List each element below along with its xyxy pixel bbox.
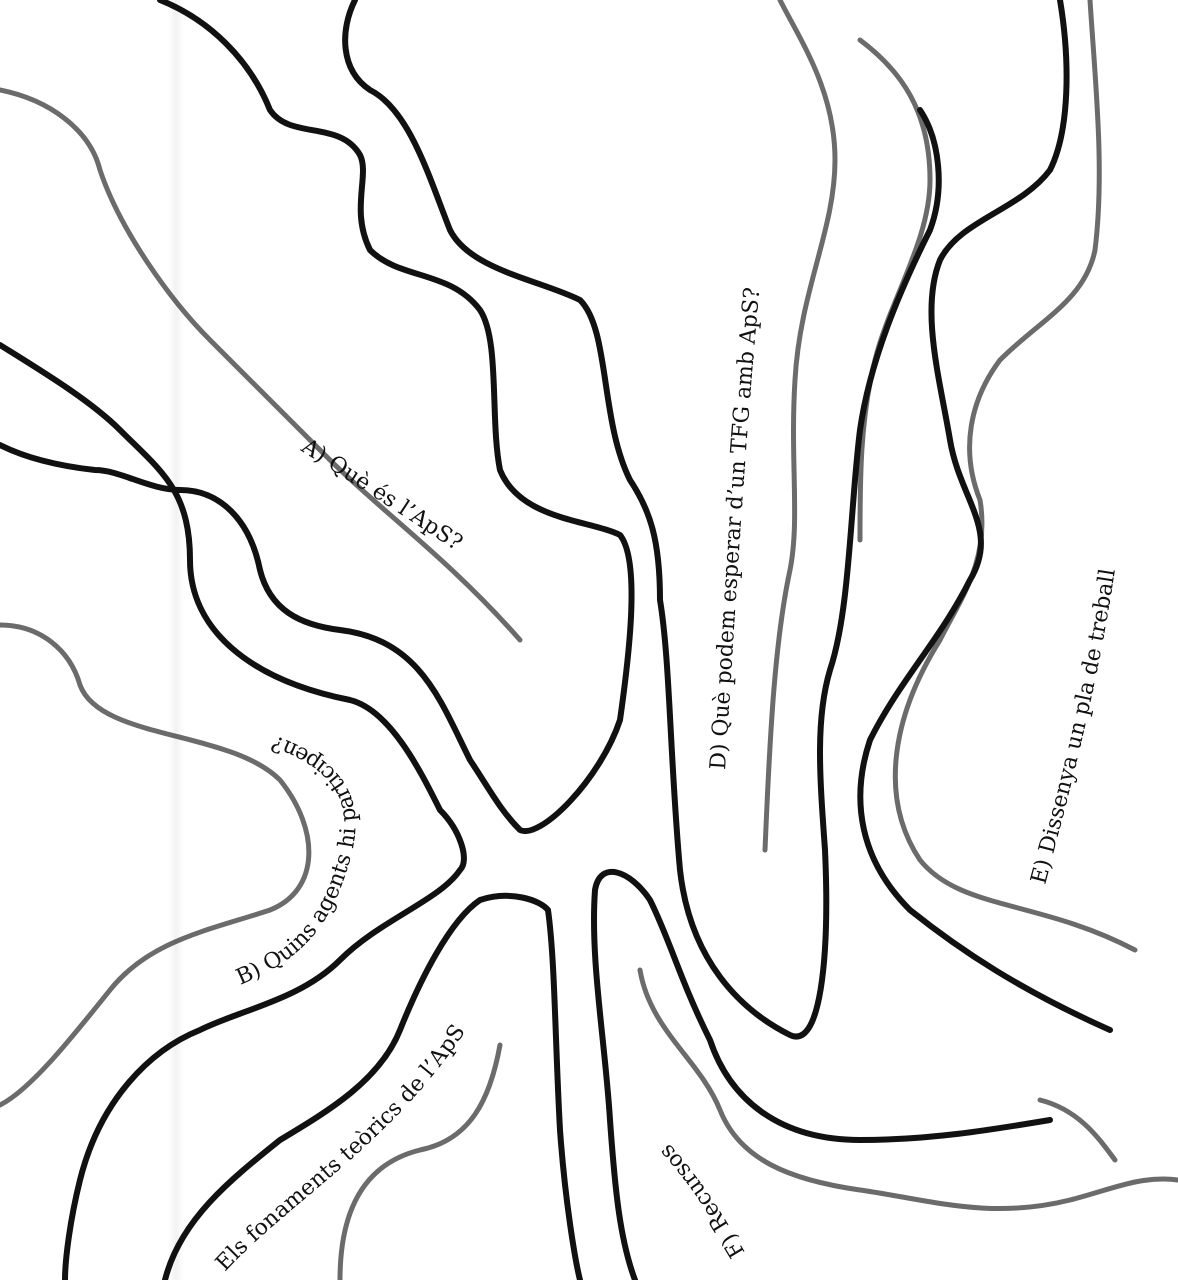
page-fold-shadow [168, 0, 184, 1280]
contour-line-grey-1 [0, 87, 523, 643]
contour-line-black-4 [162, 892, 583, 1283]
contour-line-black-6 [857, 0, 1113, 1033]
contour-line-grey-8 [1037, 1097, 1118, 1163]
label-f-text: F) Recursos [654, 1139, 750, 1262]
contour-line-grey-3 [337, 1042, 503, 1283]
label-b-text: B) Quins agents hi participen? [233, 730, 362, 990]
label-b-quins-agents: B) Quins agents hi participen? [233, 730, 362, 990]
label-d-text: D) Què podem esperar d’un TFG amb ApS? [706, 286, 765, 770]
contour-line-grey-5 [857, 37, 933, 543]
label-a-text: A) Què és l’ApS? [296, 433, 467, 555]
label-a-que-es-aps: A) Què és l’ApS? [296, 433, 467, 555]
contour-line-black-3 [0, 342, 467, 1283]
label-e-text: E) Dissenya un pla de treball [1027, 567, 1121, 887]
contour-line-black-5 [591, 868, 1053, 1283]
label-d-que-podem-esperar: D) Què podem esperar d’un TFG amb ApS? [706, 286, 765, 770]
contour-line-grey-2 [0, 622, 312, 1108]
label-f-recursos: F) Recursos [654, 1139, 750, 1262]
contour-line-black-1 [0, 0, 635, 835]
contour-line-black-2 [342, 0, 942, 1040]
label-e-dissenya-pla: E) Dissenya un pla de treball [1027, 567, 1121, 887]
contour-line-grey-6 [892, 0, 1138, 953]
contour-line-grey-4 [762, 0, 838, 853]
contour-line-grey-7 [637, 967, 1178, 1212]
